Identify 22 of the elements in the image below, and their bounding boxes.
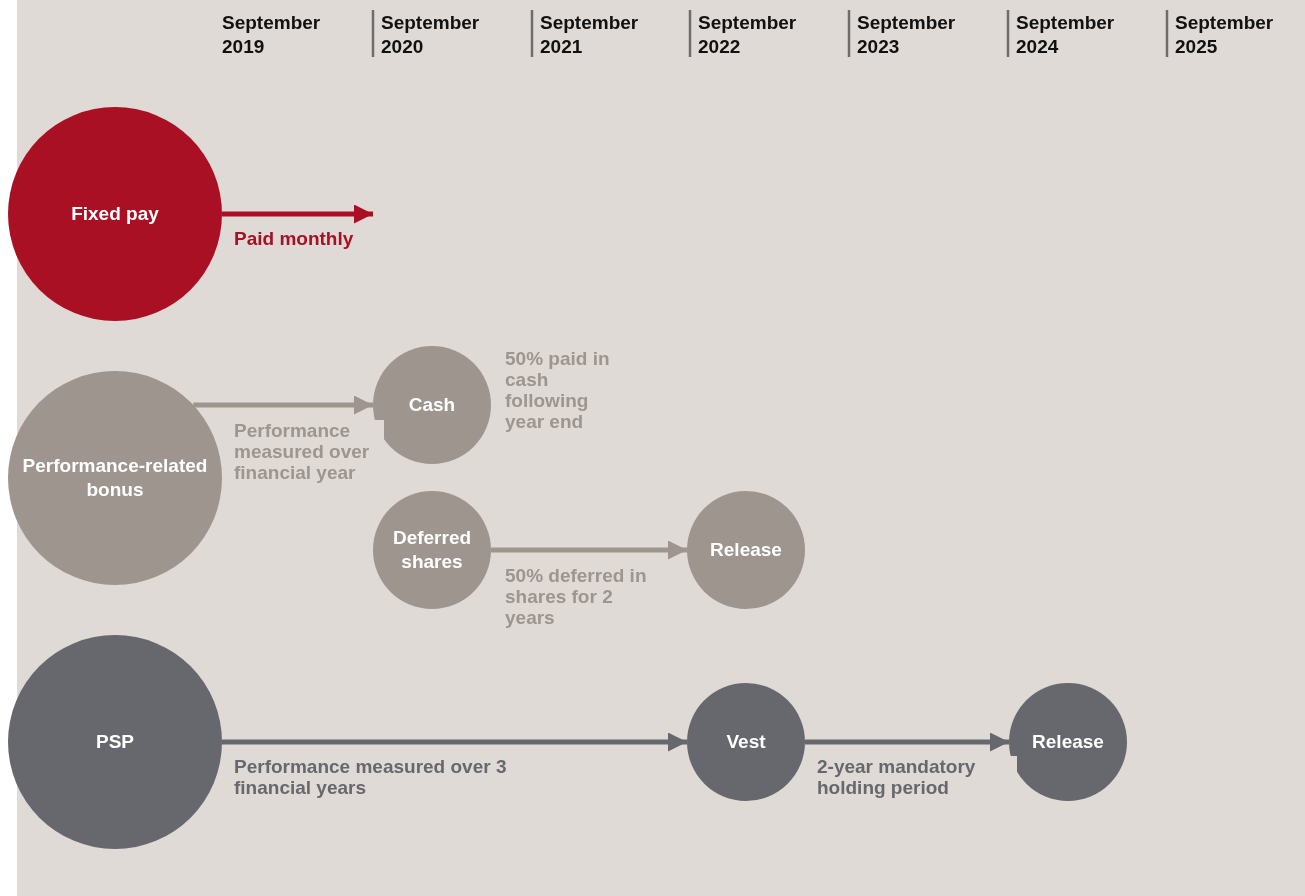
year-heading: September 2022 <box>698 11 798 59</box>
edge-label: Performance measured over financial year <box>234 420 384 483</box>
year-heading: September 2025 <box>1175 11 1275 59</box>
node-label: Cash <box>408 393 456 417</box>
arrow <box>805 732 1009 752</box>
node-label: PSP <box>96 730 134 754</box>
node-label: Vest <box>726 730 766 754</box>
year-heading: September 2021 <box>540 11 640 59</box>
arrow <box>222 732 687 752</box>
arrow <box>491 540 687 560</box>
year-heading: September 2024 <box>1016 11 1116 59</box>
year-heading: September 2019 <box>222 11 322 59</box>
node-label: Fixed pay <box>71 202 159 226</box>
node-label: Deferred shares <box>391 526 473 574</box>
arrow <box>222 204 373 224</box>
edge-label: 2-year mandatory holding period <box>817 756 1017 798</box>
year-heading: September 2023 <box>857 11 957 59</box>
arrow <box>193 395 373 415</box>
year-heading: September 2020 <box>381 11 481 59</box>
node-label: Release <box>710 538 782 562</box>
node-label: Release <box>1032 730 1104 754</box>
node-label: Performance-related bonus <box>21 454 209 502</box>
